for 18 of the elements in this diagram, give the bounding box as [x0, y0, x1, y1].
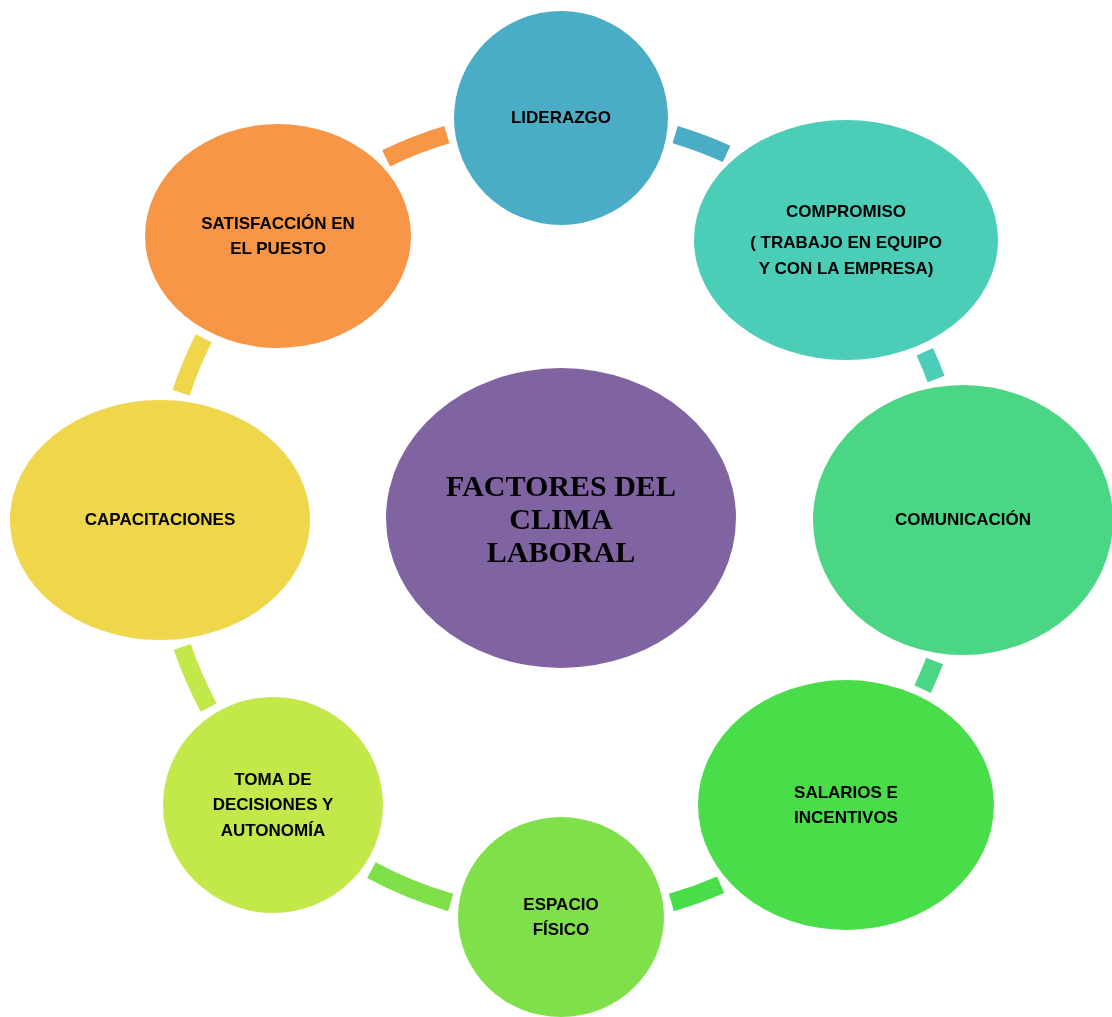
arc-connector: [668, 876, 725, 912]
node-label: COMUNICACIÓN: [895, 509, 1031, 532]
node-label: SALARIOS E INCENTIVOS: [793, 781, 899, 829]
arc-connector: [914, 657, 943, 693]
arc-connector: [916, 348, 945, 383]
center-title: FACTORES DEL CLIMA LABORAL: [445, 468, 677, 568]
arc-connector: [382, 126, 450, 167]
node-sublabel: ( TRABAJO EN EQUIPO Y CON LA EMPRESA): [749, 232, 943, 280]
arc-connector: [367, 862, 454, 912]
node-label: ESPACIO FÍSICO: [522, 893, 600, 941]
arc-connector: [173, 643, 217, 712]
arc-connector: [172, 334, 212, 396]
node-label: SATISFACCIÓN EN EL PUESTO: [200, 212, 356, 260]
node-label: LIDERAZGO: [510, 107, 612, 130]
arc-connector: [672, 126, 731, 163]
node-label: COMPROMISO: [786, 200, 906, 223]
node-label: CAPACITACIONES: [84, 509, 236, 532]
node-label: TOMA DE DECISIONES Y AUTONOMÍA: [211, 768, 335, 842]
